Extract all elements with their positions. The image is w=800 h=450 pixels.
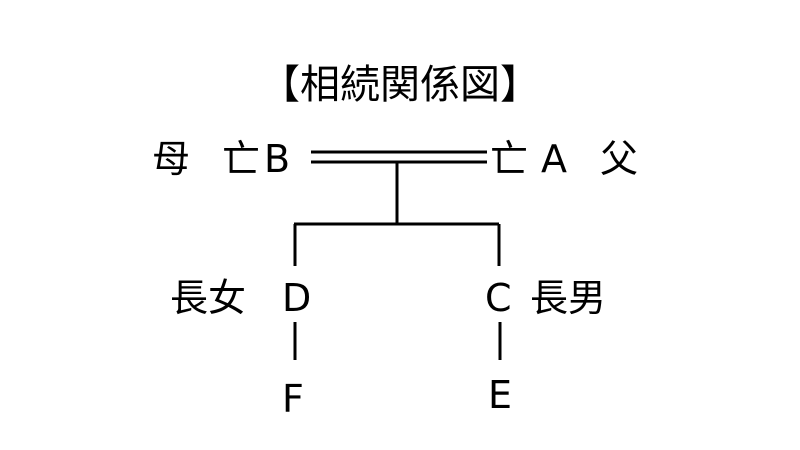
daughter-role-label: 長女 — [170, 276, 246, 320]
mother-status-label: 亡 — [222, 137, 260, 181]
son-child-name-label: E — [488, 373, 512, 417]
father-role-label: 父 — [600, 137, 638, 181]
father-name-label: A — [541, 137, 567, 181]
daughter-child-name-label: F — [282, 377, 304, 421]
daughter-name-label: D — [282, 276, 311, 320]
son-role-label: 長男 — [530, 276, 606, 320]
mother-role-label: 母 — [152, 137, 190, 181]
diagram-title: 【相続関係図】 — [260, 62, 540, 108]
mother-name-label: B — [264, 137, 290, 181]
son-name-label: C — [485, 276, 512, 320]
father-status-label: 亡 — [490, 137, 528, 181]
